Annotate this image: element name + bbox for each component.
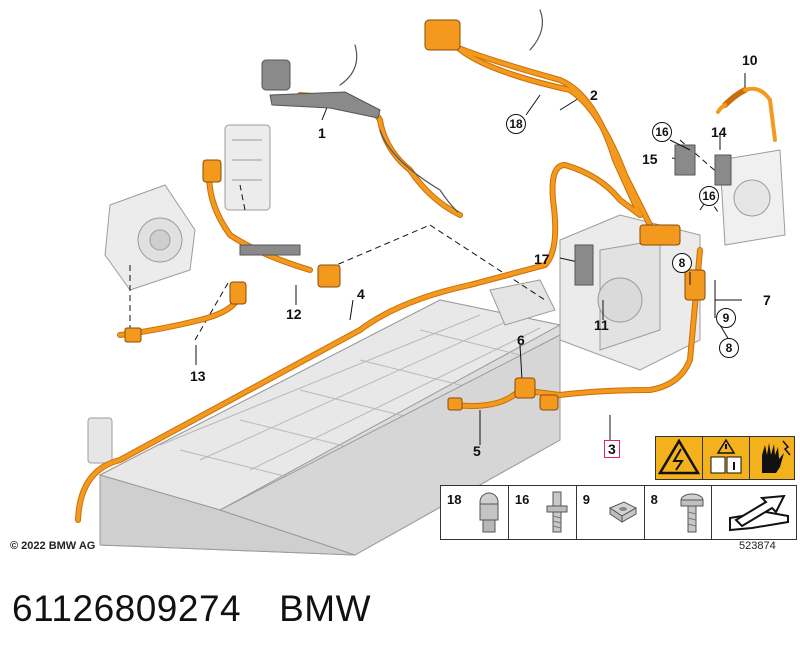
solid-leaders [195, 73, 746, 445]
part-number: 61126809274 [12, 588, 242, 629]
circled-callout-16-a: 16 [652, 122, 672, 142]
legend-item-cap-nut: 18 [441, 486, 509, 539]
protective-glove-icon [750, 437, 796, 479]
callout-10: 10 [742, 52, 758, 68]
circled-callout-16-b: 16 [699, 186, 719, 206]
callout-6: 6 [517, 332, 525, 348]
electric-motor-right [489, 149, 786, 371]
circled-callout-18: 18 [506, 114, 526, 134]
hv-cables [75, 9, 777, 523]
high-voltage-warning-icon [656, 437, 703, 479]
callout-14: 14 [711, 124, 727, 140]
legend-item-sheet-metal-arrow [712, 486, 796, 539]
legend-number: 16 [514, 492, 530, 507]
legend-item-square-nut: 9 [577, 486, 645, 539]
sheet-metal-arrow-icon [729, 494, 790, 532]
copyright-notice: © 2022 BMW AG [10, 540, 96, 552]
read-manual-icon [703, 437, 750, 479]
cap-nut-icon [479, 492, 499, 533]
callout-4: 4 [357, 286, 365, 302]
legend-number: 9 [582, 492, 590, 507]
legend-item-stud-bolt: 16 [509, 486, 577, 539]
fastener-legend: 18 16 9 [440, 485, 797, 540]
callout-13: 13 [190, 368, 206, 384]
circled-callout-8-b: 8 [719, 338, 739, 358]
parts-diagram: 1 2 3 4 5 6 7 10 11 12 13 14 15 17 18 16… [10, 9, 797, 556]
callout-5: 5 [473, 443, 481, 459]
legend-number: 18 [447, 492, 462, 507]
legend-item-torx-screw: 8 [645, 486, 713, 539]
drawing-number: 523874 [739, 540, 776, 552]
charging-socket-component [87, 417, 113, 464]
torx-screw-icon [680, 493, 704, 533]
callout-17: 17 [534, 251, 550, 267]
circled-callout-9: 9 [716, 308, 736, 328]
stud-bolt-icon [546, 491, 568, 533]
part-number-line: 61126809274 BMW [12, 588, 409, 630]
high-voltage-warning-label [655, 436, 795, 480]
legend-number: 8 [650, 492, 658, 507]
square-nut-icon [608, 501, 637, 523]
brand-name: BMW [279, 588, 372, 629]
callout-7: 7 [763, 292, 771, 308]
callout-12: 12 [286, 306, 302, 322]
callout-1: 1 [318, 125, 326, 141]
callout-11: 11 [594, 317, 609, 333]
callout-15: 15 [642, 151, 658, 167]
callout-3-highlighted: 3 [604, 440, 620, 458]
circled-callout-8-a: 8 [672, 253, 692, 273]
callout-2: 2 [590, 87, 598, 103]
electric-motor-left [104, 124, 271, 291]
